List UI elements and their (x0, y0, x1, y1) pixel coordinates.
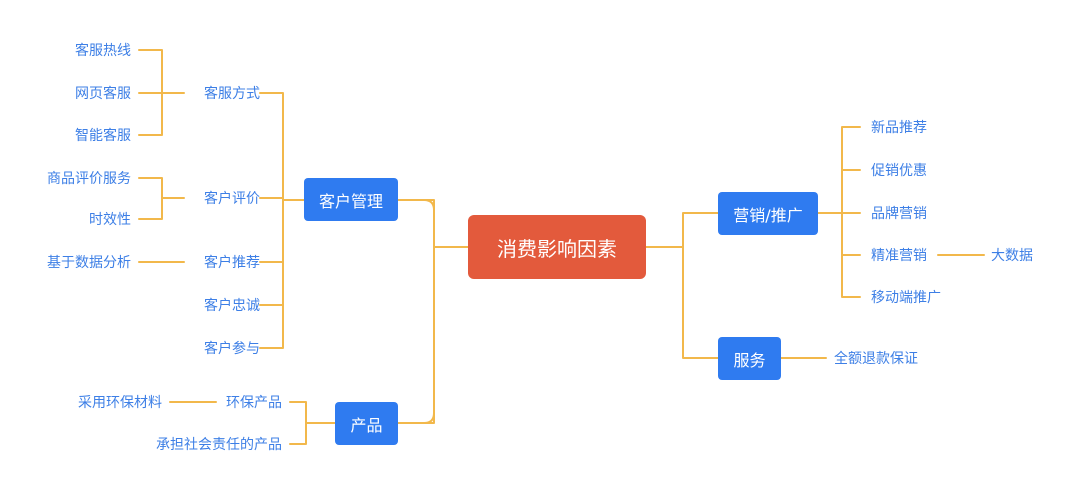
big-data-node[interactable]: 大数据 (991, 248, 1033, 264)
connector-root-left (397, 199, 469, 424)
brand-marketing-node[interactable]: 品牌营销 (871, 206, 927, 222)
eco-product-node[interactable]: 环保产品 (226, 395, 282, 411)
smart-service-node[interactable]: 智能客服 (75, 128, 131, 144)
service-mode-node[interactable]: 客服方式 (204, 86, 260, 102)
product-node[interactable]: 产品 (335, 402, 398, 445)
customer-management-node[interactable]: 客户管理 (304, 178, 398, 221)
precision-marketing-node[interactable]: 精准营销 (871, 248, 927, 264)
connector-evaluation-children (138, 177, 185, 220)
customer-loyalty-node[interactable]: 客户忠诚 (204, 298, 260, 314)
customer-participation-node[interactable]: 客户参与 (204, 341, 260, 357)
connector-marketing-children (817, 126, 861, 298)
connector-root-left-curve (423, 199, 435, 424)
new-product-node[interactable]: 新品推荐 (871, 120, 927, 136)
connector-customer-children (259, 92, 305, 349)
timeliness-node[interactable]: 时效性 (89, 212, 131, 228)
service-node[interactable]: 服务 (718, 337, 781, 380)
eco-material-node[interactable]: 采用环保材料 (78, 395, 162, 411)
refund-guarantee-node[interactable]: 全额退款保证 (834, 351, 918, 367)
root-node[interactable]: 消费影响因素 (468, 215, 646, 279)
hotline-node[interactable]: 客服热线 (75, 43, 131, 59)
customer-recommend-node[interactable]: 客户推荐 (204, 255, 260, 271)
product-review-node[interactable]: 商品评价服务 (47, 171, 131, 187)
marketing-node[interactable]: 营销/推广 (718, 192, 818, 235)
web-service-node[interactable]: 网页客服 (75, 86, 131, 102)
connector-service-mode-children (138, 49, 185, 136)
connector-product-children (289, 401, 336, 445)
data-analysis-node[interactable]: 基于数据分析 (47, 255, 131, 271)
connector-root-right (645, 212, 719, 359)
mobile-promotion-node[interactable]: 移动端推广 (871, 290, 941, 306)
social-responsibility-node[interactable]: 承担社会责任的产品 (156, 437, 282, 453)
promotion-node[interactable]: 促销优惠 (871, 163, 927, 179)
customer-evaluation-node[interactable]: 客户评价 (204, 191, 260, 207)
